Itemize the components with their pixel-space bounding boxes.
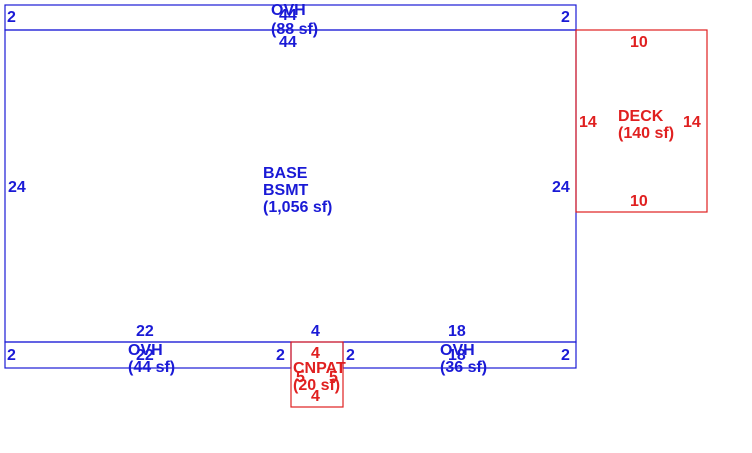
ovh-top-dim-top: 44 xyxy=(279,7,297,24)
deck-area: (140 sf) xyxy=(618,125,674,142)
base-dim-top: 44 xyxy=(279,34,297,51)
ovh-bottom-right-dim-right: 2 xyxy=(561,347,570,364)
deck-label: DECK xyxy=(618,108,664,125)
deck-dim-left: 14 xyxy=(579,114,597,131)
deck-outline xyxy=(575,29,708,213)
ovh-bottom-right-dim-left: 2 xyxy=(346,347,355,364)
cnpat-dim-top: 4 xyxy=(311,345,320,362)
deck-dim-right: 14 xyxy=(683,114,701,131)
ovh-bottom-right-label: OVH xyxy=(440,342,475,359)
ovh-bottom-right-dim-inner: 18 xyxy=(448,347,466,364)
ovh-bottom-right-area: (36 sf) xyxy=(440,359,487,376)
base-label-line1: BASE xyxy=(263,165,308,182)
ovh-bottom-left-label: OVH xyxy=(128,342,163,359)
ovh-top-area: (88 sf) xyxy=(271,21,318,38)
cnpat-label: CNPAT xyxy=(293,360,346,377)
ovh-bottom-left-dim-left: 2 xyxy=(7,347,16,364)
base-dim-left: 24 xyxy=(8,179,26,196)
base-dim-right: 24 xyxy=(552,179,570,196)
cnpat-dim-bottom: 4 xyxy=(311,388,320,405)
base-label-line2: BSMT xyxy=(263,182,309,199)
ovh-top-label: OVH xyxy=(271,2,306,19)
cnpat-dim-right: 5 xyxy=(329,369,338,386)
ovh-top-dim-left: 2 xyxy=(7,9,16,26)
deck-dim-top: 10 xyxy=(630,34,648,51)
cnpat-dim-top-outer: 4 xyxy=(311,323,320,340)
deck-dim-bottom: 10 xyxy=(630,193,648,210)
ovh-bottom-left-dim-right: 2 xyxy=(276,347,285,364)
cnpat-outline xyxy=(290,341,344,408)
ovh-bottom-left-dim-inner: 22 xyxy=(136,347,154,364)
cnpat-dim-left: 5 xyxy=(296,369,305,386)
base-area: (1,056 sf) xyxy=(263,199,332,216)
cnpat-area: (20 sf) xyxy=(293,377,340,394)
ovh-bottom-left-area: (44 sf) xyxy=(128,359,175,376)
ovh-top-dim-right: 2 xyxy=(561,9,570,26)
ovh-bottom-left-dim-top: 22 xyxy=(136,323,154,340)
ovh-bottom-right-dim-top: 18 xyxy=(448,323,466,340)
